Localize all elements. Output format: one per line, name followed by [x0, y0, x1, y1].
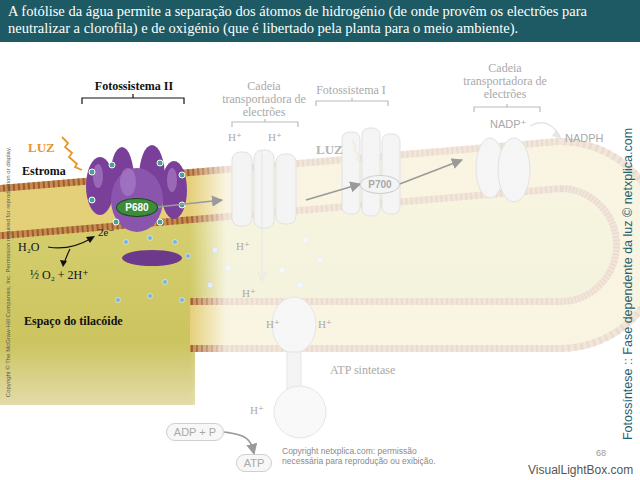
bracket: [316, 98, 388, 106]
molecule-pill: ATP: [236, 454, 273, 472]
photosystem-group: Fotossistema II P680: [78, 80, 190, 245]
electron-dots: [148, 236, 153, 241]
bracket: [82, 94, 540, 127]
reaction-center-oval: P700: [360, 175, 399, 194]
molecule-pill: ADP + P: [166, 423, 224, 441]
reaction-center-oval: P680: [116, 198, 157, 217]
photosystem-ii-figure: [161, 161, 187, 219]
proton-label: H⁺: [266, 318, 280, 331]
bracket: [82, 94, 184, 104]
electron-dots: [124, 240, 129, 245]
copyright-note: Copyright netxplica.com: permissão neces…: [282, 446, 460, 466]
enzyme-label: ATP sintetase: [330, 364, 395, 378]
molecule-label: ADP + P: [174, 425, 216, 439]
fade-overlay: [190, 40, 640, 480]
pigment-dots: [157, 160, 163, 166]
side-caption: Fotossíntese :: Fase dependente da luz ©…: [621, 128, 635, 440]
electron-flow-arrow: [400, 160, 462, 184]
photosystem-ii-figure: [86, 157, 114, 215]
photosystem-ii-figure: [167, 168, 177, 192]
electron-dots: [148, 294, 153, 299]
proton-label: H⁺: [250, 404, 264, 417]
group-heading: Fotossistema II: [78, 80, 190, 94]
pigment-dots: [89, 160, 185, 225]
proton-label: H⁺: [268, 131, 282, 144]
copyright-note: Copyright © The McGraw-Hill Companies, I…: [5, 147, 11, 397]
electron-flow-arrow: [306, 184, 360, 200]
electron-label: 2e⁻: [98, 226, 114, 239]
region-label: Estroma: [22, 164, 66, 179]
proton-label: H⁺: [228, 131, 242, 144]
photolysis-arrow-head: [60, 236, 95, 267]
electron-dots: [173, 240, 178, 245]
electron-chain-group: Cadeia transportadora de electrões: [222, 80, 306, 240]
proton-label: H⁺: [318, 318, 332, 331]
bracket: [232, 119, 298, 127]
photolysis-arrow: [48, 238, 92, 248]
pigment-dots: [89, 197, 95, 203]
photosystem-ii-figure: [111, 168, 163, 232]
molecule-label: NADP⁺: [490, 118, 526, 131]
proton-label: H⁺: [242, 287, 256, 300]
photolysis-arrow-head: [60, 260, 67, 267]
pigment-dots: [179, 172, 185, 178]
molecule-label: ATP: [244, 456, 265, 470]
pigment-dots: [113, 219, 119, 225]
photolysis-arrow-head: [86, 236, 95, 243]
molecule-label: ½ O₂ + 2H⁺: [30, 268, 89, 283]
electron-chain-group: Cadeia transportadora de electrões: [462, 62, 548, 202]
group-heading: Cadeia transportadora de electrões: [222, 80, 306, 120]
electron-dots: [116, 298, 121, 303]
light-label: LUZ: [28, 140, 55, 156]
electron-dots: [163, 280, 168, 285]
electron-dots: [180, 298, 185, 303]
electron-flow-arrow: [158, 200, 222, 207]
photosystem-ii-figure: [93, 164, 103, 188]
photosystem-ii-figure: [122, 250, 182, 266]
electron-dots: [116, 236, 191, 303]
photosystem-ii-figure: [120, 168, 136, 196]
bracket: [474, 104, 540, 112]
pigment-dots: [157, 219, 163, 225]
photolysis-arrow: [48, 238, 92, 264]
light-label: LUZ: [316, 142, 343, 158]
enzyme-node: ATP sintetase: [330, 364, 395, 378]
pigment-dots: [109, 162, 115, 168]
group-heading: Fotossistema I: [305, 84, 397, 97]
group-heading: Cadeia transportadora de electrões: [462, 62, 548, 102]
reaction-arrow: [224, 432, 254, 454]
molecule-label: NADPH: [565, 132, 604, 144]
proton-label: H⁺: [236, 240, 250, 253]
region-label: Espaço do tilacóide: [24, 314, 123, 329]
electron-dots: [186, 254, 191, 259]
molecule-label: H₂O: [18, 240, 40, 255]
page-number: 68: [596, 448, 606, 458]
reaction-center-label: P680: [125, 202, 148, 213]
title-banner: A fotólise da água permite a separação d…: [0, 0, 640, 42]
pigment-dots: [89, 169, 95, 175]
reaction-center-label: P700: [368, 179, 391, 190]
watermark: VisualLightBox.com: [528, 463, 633, 477]
